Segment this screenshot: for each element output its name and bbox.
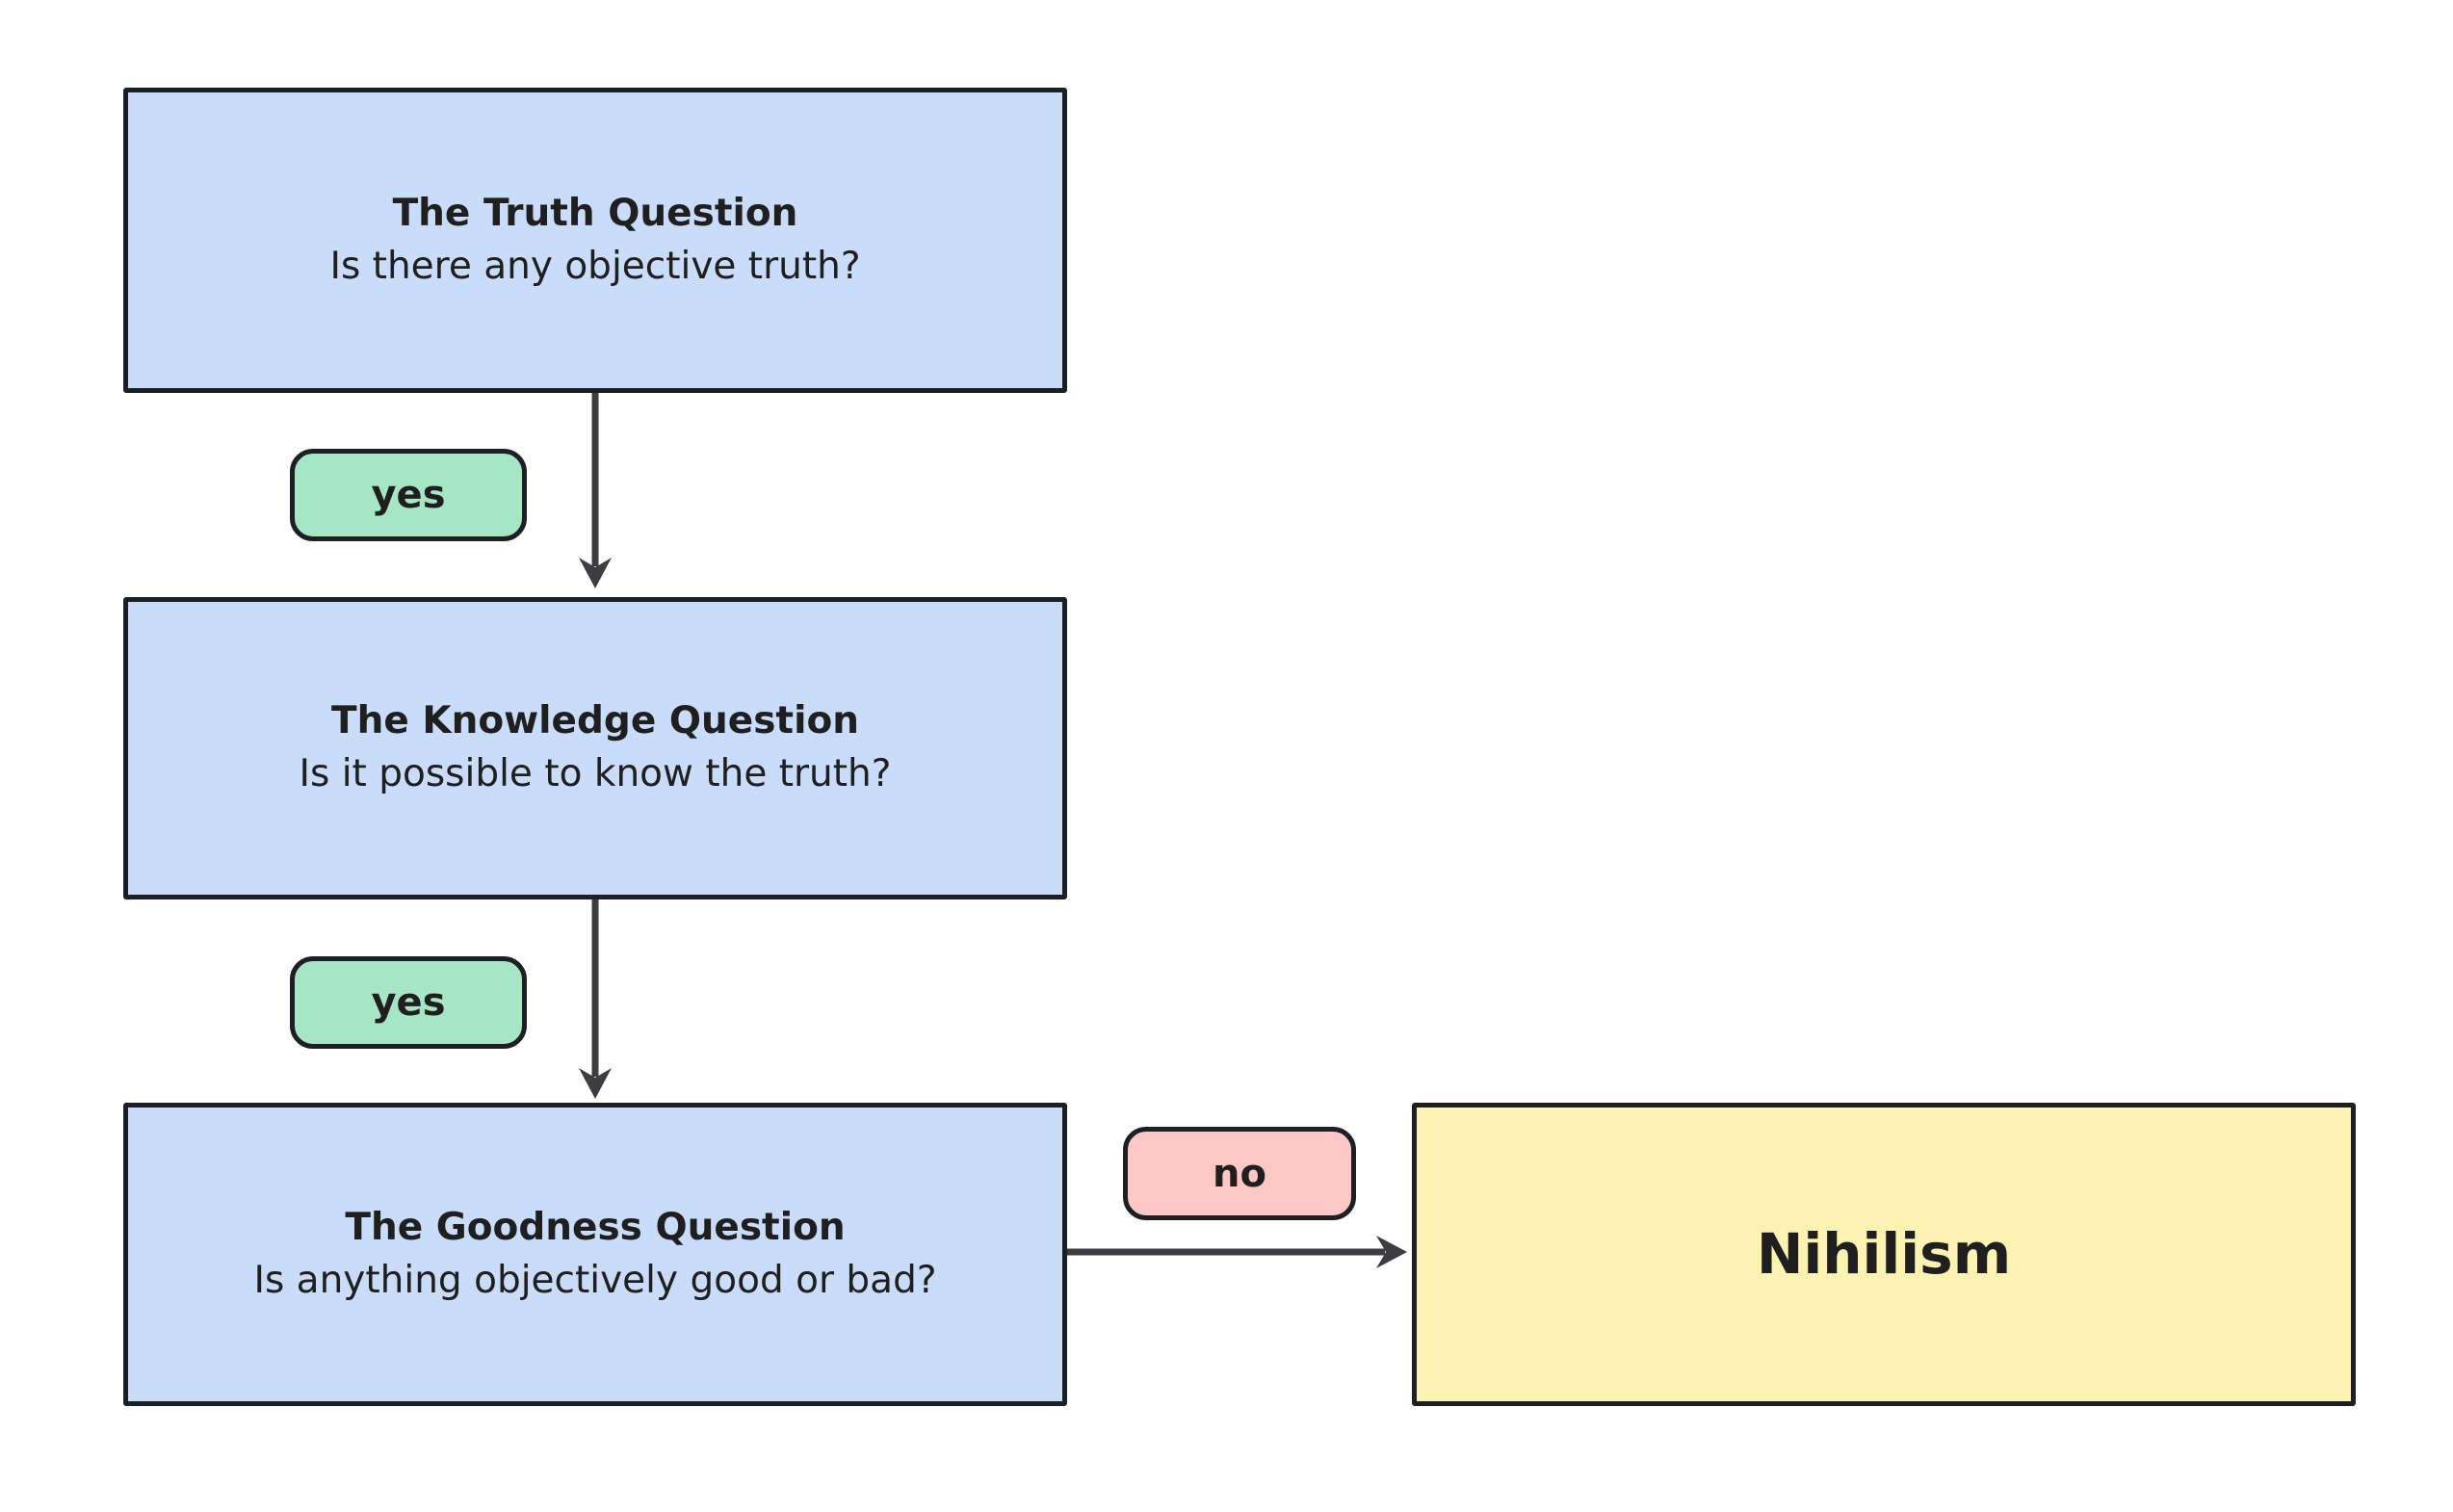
arrow-goodness-to-nihilism (1067, 1236, 1407, 1268)
edge-label-yes-knowledge-to-goodness: yes (290, 956, 527, 1049)
edge-label-no-goodness-to-nihilism: no (1123, 1127, 1356, 1220)
node-subtitle: Is it possible to know the truth? (299, 752, 892, 795)
node-title: The Knowledge Question (330, 699, 860, 743)
arrowhead-down-icon (579, 1068, 612, 1099)
node-knowledge-question: The Knowledge Question Is it possible to… (123, 597, 1067, 899)
arrowhead-down-icon (579, 558, 612, 588)
arrow-knowledge-to-goodness (579, 899, 612, 1099)
node-title: The Truth Question (392, 191, 798, 235)
arrowhead-right-icon (1376, 1236, 1407, 1268)
node-nihilism: Nihilism (1412, 1103, 2356, 1406)
arrow-truth-to-knowledge (579, 393, 612, 588)
node-subtitle: Is there any objective truth? (329, 244, 861, 288)
node-title: The Goodness Question (345, 1205, 846, 1249)
node-truth-question: The Truth Question Is there any objectiv… (123, 88, 1067, 393)
node-title: Nihilism (1756, 1220, 2012, 1287)
edge-label-yes-truth-to-knowledge: yes (290, 449, 527, 541)
node-goodness-question: The Goodness Question Is anything object… (123, 1103, 1067, 1406)
node-subtitle: Is anything objectively good or bad? (253, 1258, 937, 1302)
